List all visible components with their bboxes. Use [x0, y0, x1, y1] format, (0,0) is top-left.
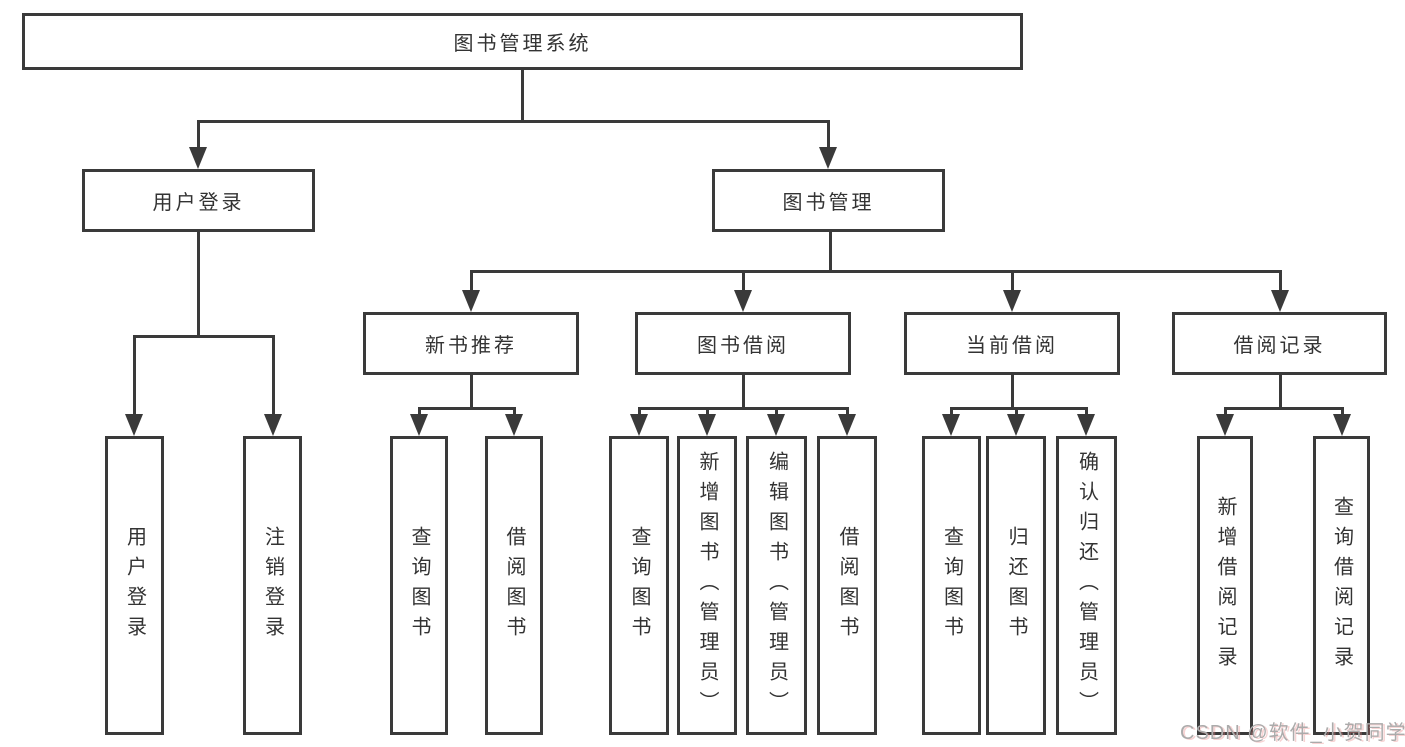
leaf-add-book-admin: 新增图书（管理员）: [677, 436, 737, 735]
leaf-borrow-book-2: 借阅图书: [817, 436, 877, 735]
connector-line: [1084, 407, 1088, 419]
connector-line: [1278, 270, 1282, 295]
arrow-down-icon: [1077, 414, 1095, 436]
arrow-down-icon: [1007, 414, 1025, 436]
connector-line: [469, 375, 473, 407]
connector-line: [469, 270, 1282, 273]
node-book-management: 图书管理: [712, 169, 945, 232]
leaf-query-borrow-record: 查询借阅记录: [1313, 436, 1370, 735]
connector-line: [705, 407, 709, 419]
leaf-edit-book-admin: 编辑图书（管理员）: [746, 436, 807, 735]
leaf-logout: 注销登录: [243, 436, 302, 735]
arrow-down-icon: [1003, 290, 1021, 312]
connector-line: [845, 407, 849, 419]
connector-line: [949, 407, 1088, 410]
leaf-return-book: 归还图书: [986, 436, 1046, 735]
arrow-down-icon: [942, 414, 960, 436]
connector-line: [741, 375, 745, 407]
arrow-down-icon: [1333, 414, 1351, 436]
arrow-down-icon: [462, 290, 480, 312]
connector-line: [1223, 407, 1344, 410]
node-root: 图书管理系统: [22, 13, 1023, 70]
connector-line: [417, 407, 516, 410]
connector-line: [774, 407, 778, 419]
arrow-down-icon: [264, 414, 282, 436]
leaf-borrow-book-1: 借阅图书: [485, 436, 543, 735]
connector-line: [1340, 407, 1344, 419]
leaf-query-book-2: 查询图书: [609, 436, 669, 735]
arrow-down-icon: [819, 147, 837, 169]
leaf-user-login: 用户登录: [105, 436, 164, 735]
connector-line: [132, 335, 136, 418]
arrow-down-icon: [767, 414, 785, 436]
arrow-down-icon: [410, 414, 428, 436]
leaf-query-book-1: 查询图书: [390, 436, 448, 735]
connector-line: [512, 407, 516, 419]
connector-line: [741, 270, 745, 295]
connector-line: [469, 270, 473, 295]
node-borrow-record: 借阅记录: [1172, 312, 1387, 375]
arrow-down-icon: [838, 414, 856, 436]
connector-line: [828, 232, 832, 270]
leaf-add-borrow-record: 新增借阅记录: [1197, 436, 1253, 735]
node-current-borrow: 当前借阅: [904, 312, 1120, 375]
connector-line: [1223, 407, 1227, 419]
connector-line: [637, 407, 849, 410]
connector-line: [1278, 375, 1282, 408]
connector-line: [637, 407, 641, 419]
arrow-down-icon: [1271, 290, 1289, 312]
node-user-login: 用户登录: [82, 169, 315, 232]
arrow-down-icon: [189, 147, 207, 169]
arrow-down-icon: [734, 290, 752, 312]
arrow-down-icon: [630, 414, 648, 436]
connector-line: [1010, 270, 1014, 295]
connector-line: [949, 407, 953, 419]
connector-line: [1014, 407, 1018, 419]
connector-line: [826, 120, 830, 150]
connector-line: [196, 232, 200, 335]
node-new-book-recommend: 新书推荐: [363, 312, 579, 375]
connector-line: [520, 70, 524, 123]
arrow-down-icon: [125, 414, 143, 436]
arrow-down-icon: [505, 414, 523, 436]
arrow-down-icon: [698, 414, 716, 436]
connector-line: [132, 335, 275, 338]
connector-line: [1010, 375, 1014, 407]
arrow-down-icon: [1216, 414, 1234, 436]
connector-line: [417, 407, 421, 419]
leaf-confirm-return-admin: 确认归还（管理员）: [1056, 436, 1117, 735]
csdn-watermark: CSDN @软件_小贺同学: [1180, 722, 1405, 744]
node-book-borrow: 图书借阅: [635, 312, 851, 375]
connector-line: [196, 120, 830, 123]
connector-line: [196, 120, 200, 150]
leaf-query-book-3: 查询图书: [922, 436, 981, 735]
connector-line: [271, 335, 275, 418]
